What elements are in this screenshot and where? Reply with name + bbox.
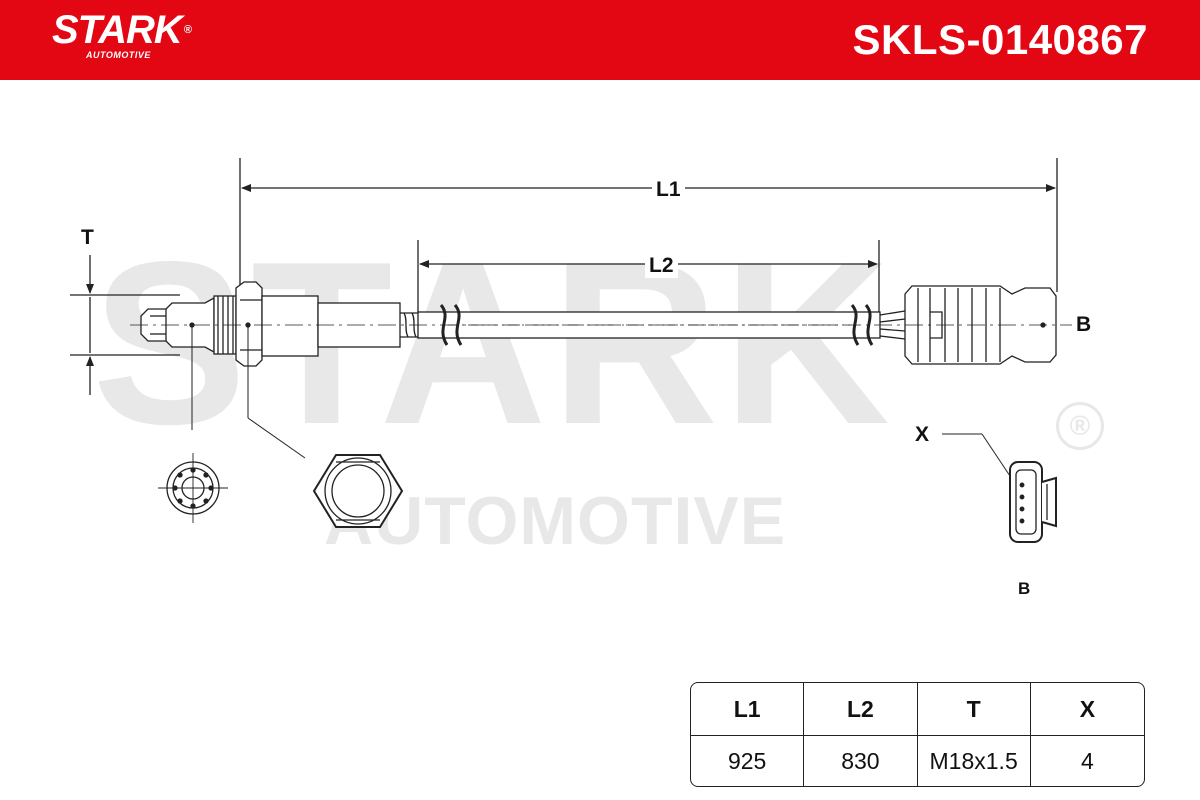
technical-drawing [70,158,1085,543]
pin-count-label-x: X [911,423,934,447]
spec-table-header-row: L1 L2 T X [691,683,1144,736]
spec-table-value-row: 925 830 M18x1.5 4 [691,736,1144,786]
spec-table: L1 L2 T X 925 830 M18x1.5 4 [690,682,1145,787]
view-label-b: B [1014,577,1035,601]
spec-header-l2: L2 [804,683,918,736]
sensor-body [261,295,319,357]
spec-value-l2: 830 [804,736,918,786]
brand-name: STARK [52,8,183,52]
brand-logo: STARK® AUTOMOTIVE [52,8,192,60]
spec-header-t: T [917,683,1031,736]
connector-end-view [1009,461,1057,543]
spec-header-x: X [1030,683,1144,736]
dimension-label-l2: L2 [645,254,678,278]
brand-registered-mark: ® [183,24,192,36]
spec-header-l1: L1 [691,683,805,736]
dimension-label-l1: L1 [652,178,685,202]
connector-label-b: B [1072,313,1096,337]
spec-value-l1: 925 [691,736,805,786]
watermark-sub: AUTOMOTIVE [324,483,787,559]
spec-value-t: M18x1.5 [918,736,1031,786]
part-number: SKLS-0140867 [852,16,1148,63]
dimension-label-t: T [77,226,98,250]
watermark-registered: ® [1056,402,1104,450]
spec-value-x: 4 [1080,747,1094,774]
header-bar: STARK® AUTOMOTIVE SKLS-0140867 [0,0,1200,80]
brand-subtitle: AUTOMOTIVE [86,50,151,60]
hex-end-view [312,454,404,528]
tip-end-view [158,453,228,523]
